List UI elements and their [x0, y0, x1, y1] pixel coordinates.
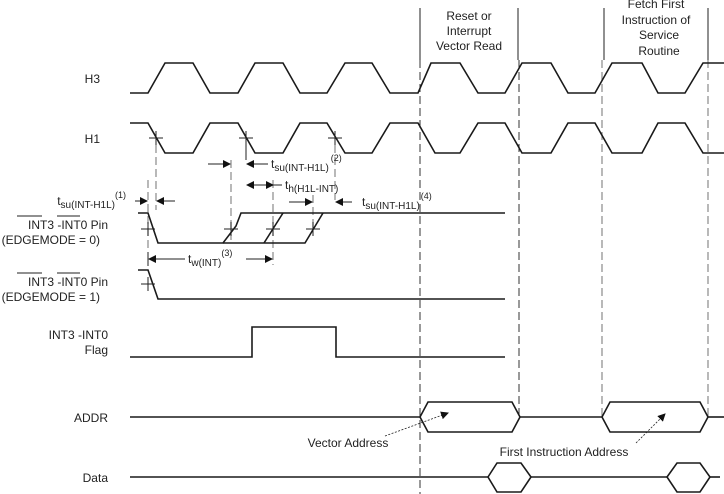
label-note: (1) [115, 190, 126, 200]
label-main: t [362, 195, 366, 209]
signal-label-data: Data [83, 471, 109, 485]
label-tw: tw(INT)(3) [188, 248, 232, 269]
int-pin-edge1-line [138, 269, 505, 300]
label-sub: h(H1L-INT) [288, 184, 338, 195]
callout-first-instruction-address: First Instruction Address [500, 413, 666, 459]
signal-label-flag: INT3 -INT0 Flag [49, 328, 109, 357]
addr-first-instruction-slot [601, 401, 709, 433]
label-main: t [188, 252, 192, 266]
signal-label-int-pin-edgemode0: INT3 -INT0 Pin (EDGEMODE = 0) [2, 215, 108, 247]
label-main: t [271, 157, 275, 171]
waveform-addr [130, 401, 724, 433]
waveform-flag [130, 326, 505, 358]
signal-label-h3: H3 [85, 72, 101, 86]
callout-arrow [635, 413, 666, 444]
label-note: (3) [221, 248, 232, 258]
phase-label-line: Reset or [446, 9, 491, 23]
dim-tsu4: tsu(INT-H1L)(4) [289, 191, 432, 212]
callout-vector-address: Vector Address [308, 411, 449, 450]
phase-label-line: Fetch First [628, 0, 685, 11]
signal-label-h1: H1 [85, 132, 101, 146]
label-sub: su(INT-H1L) [61, 200, 115, 211]
phase-separators [419, 8, 709, 60]
waveform-h3 [130, 62, 724, 94]
label-th: th(H1L-INT) [285, 178, 338, 195]
phase-label-vector-read: Reset or Interrupt Vector Read [436, 9, 502, 53]
h1-crossing-marks [149, 131, 342, 160]
waveform-h1 [130, 122, 724, 154]
dim-th: th(H1L-INT) [246, 178, 338, 195]
phase-label-line: Service [639, 28, 679, 42]
label-tsu4: tsu(INT-H1L)(4) [362, 191, 432, 212]
phase-label-line: Interrupt [447, 24, 492, 38]
dim-tw: tw(INT)(3) [147, 248, 273, 269]
callout-arrow [384, 411, 449, 437]
label-note: (2) [331, 153, 342, 163]
data-vector-slot [487, 462, 532, 493]
signal-label-line: INT3 -INT0 Pin [28, 218, 108, 232]
data-instruction-slot [666, 462, 711, 493]
signal-label-line: INT3 -INT0 [49, 328, 109, 342]
int-pin-edge0-line [138, 212, 505, 244]
addr-vector-address-slot [419, 401, 521, 433]
phase-label-line: Instruction of [622, 13, 691, 27]
signal-label-line: (EDGEMODE = 0) [2, 233, 100, 247]
label-main: t [57, 194, 61, 208]
signal-label-line: Flag [85, 343, 108, 357]
label-tsu2: tsu(INT-H1L)(2) [271, 153, 342, 174]
label-tsu1: tsu(INT-H1L)(1) [57, 190, 126, 211]
label-sub: su(INT-H1L) [274, 163, 328, 174]
signal-label-line: (EDGEMODE = 1) [2, 290, 100, 304]
waveform-int-pin-edgemode1 [138, 269, 505, 300]
waveform-data [130, 462, 720, 493]
dim-tsu1: tsu(INT-H1L)(1) [57, 190, 175, 211]
phase-label-line: Routine [638, 44, 680, 58]
callout-label: First Instruction Address [500, 445, 629, 459]
int-pin-edge0-transition [223, 212, 324, 244]
callout-label: Vector Address [308, 436, 389, 450]
phase-label-fetch-first: Fetch First Instruction of Service Routi… [622, 0, 691, 58]
label-note: (4) [421, 191, 432, 201]
label-sub: w(INT) [190, 258, 221, 269]
signal-label-addr: ADDR [74, 411, 108, 425]
signal-label-line: INT3 -INT0 Pin [28, 275, 108, 289]
label-main: t [285, 178, 289, 192]
dim-tsu2: tsu(INT-H1L)(2) [208, 153, 342, 174]
phase-label-line: Vector Read [436, 39, 502, 53]
waveform-int-pin-edgemode0 [138, 212, 505, 244]
signal-label-int-pin-edgemode1: INT3 -INT0 Pin (EDGEMODE = 1) [2, 272, 108, 304]
label-sub: su(INT-H1L) [365, 201, 419, 212]
